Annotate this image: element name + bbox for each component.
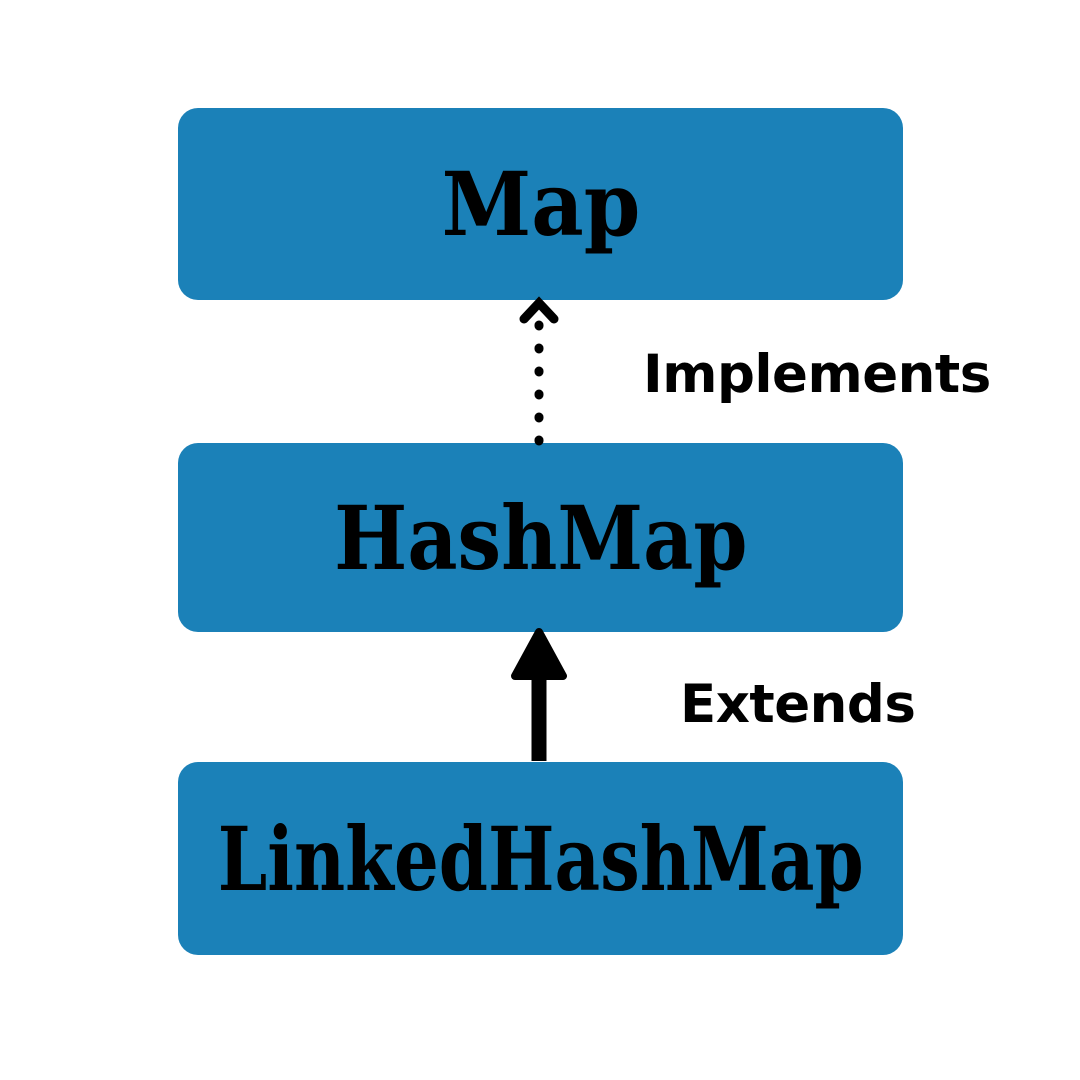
implements-open-arrowhead-icon [519, 296, 559, 324]
connector-implements [519, 296, 559, 446]
extends-filled-arrowhead-icon [511, 628, 567, 680]
edge-label-extends: Extends [680, 674, 916, 735]
class-box-hashmap[interactable]: HashMap [178, 443, 903, 632]
class-box-map-label: Map [441, 152, 640, 256]
connector-extends [511, 628, 567, 761]
edge-label-implements: Implements [643, 344, 991, 405]
class-box-linkedhashmap-label: LinkedHashMap [217, 806, 864, 911]
class-box-map[interactable]: Map [178, 108, 903, 300]
class-box-linkedhashmap[interactable]: LinkedHashMap [178, 762, 903, 955]
class-box-hashmap-label: HashMap [333, 485, 748, 590]
